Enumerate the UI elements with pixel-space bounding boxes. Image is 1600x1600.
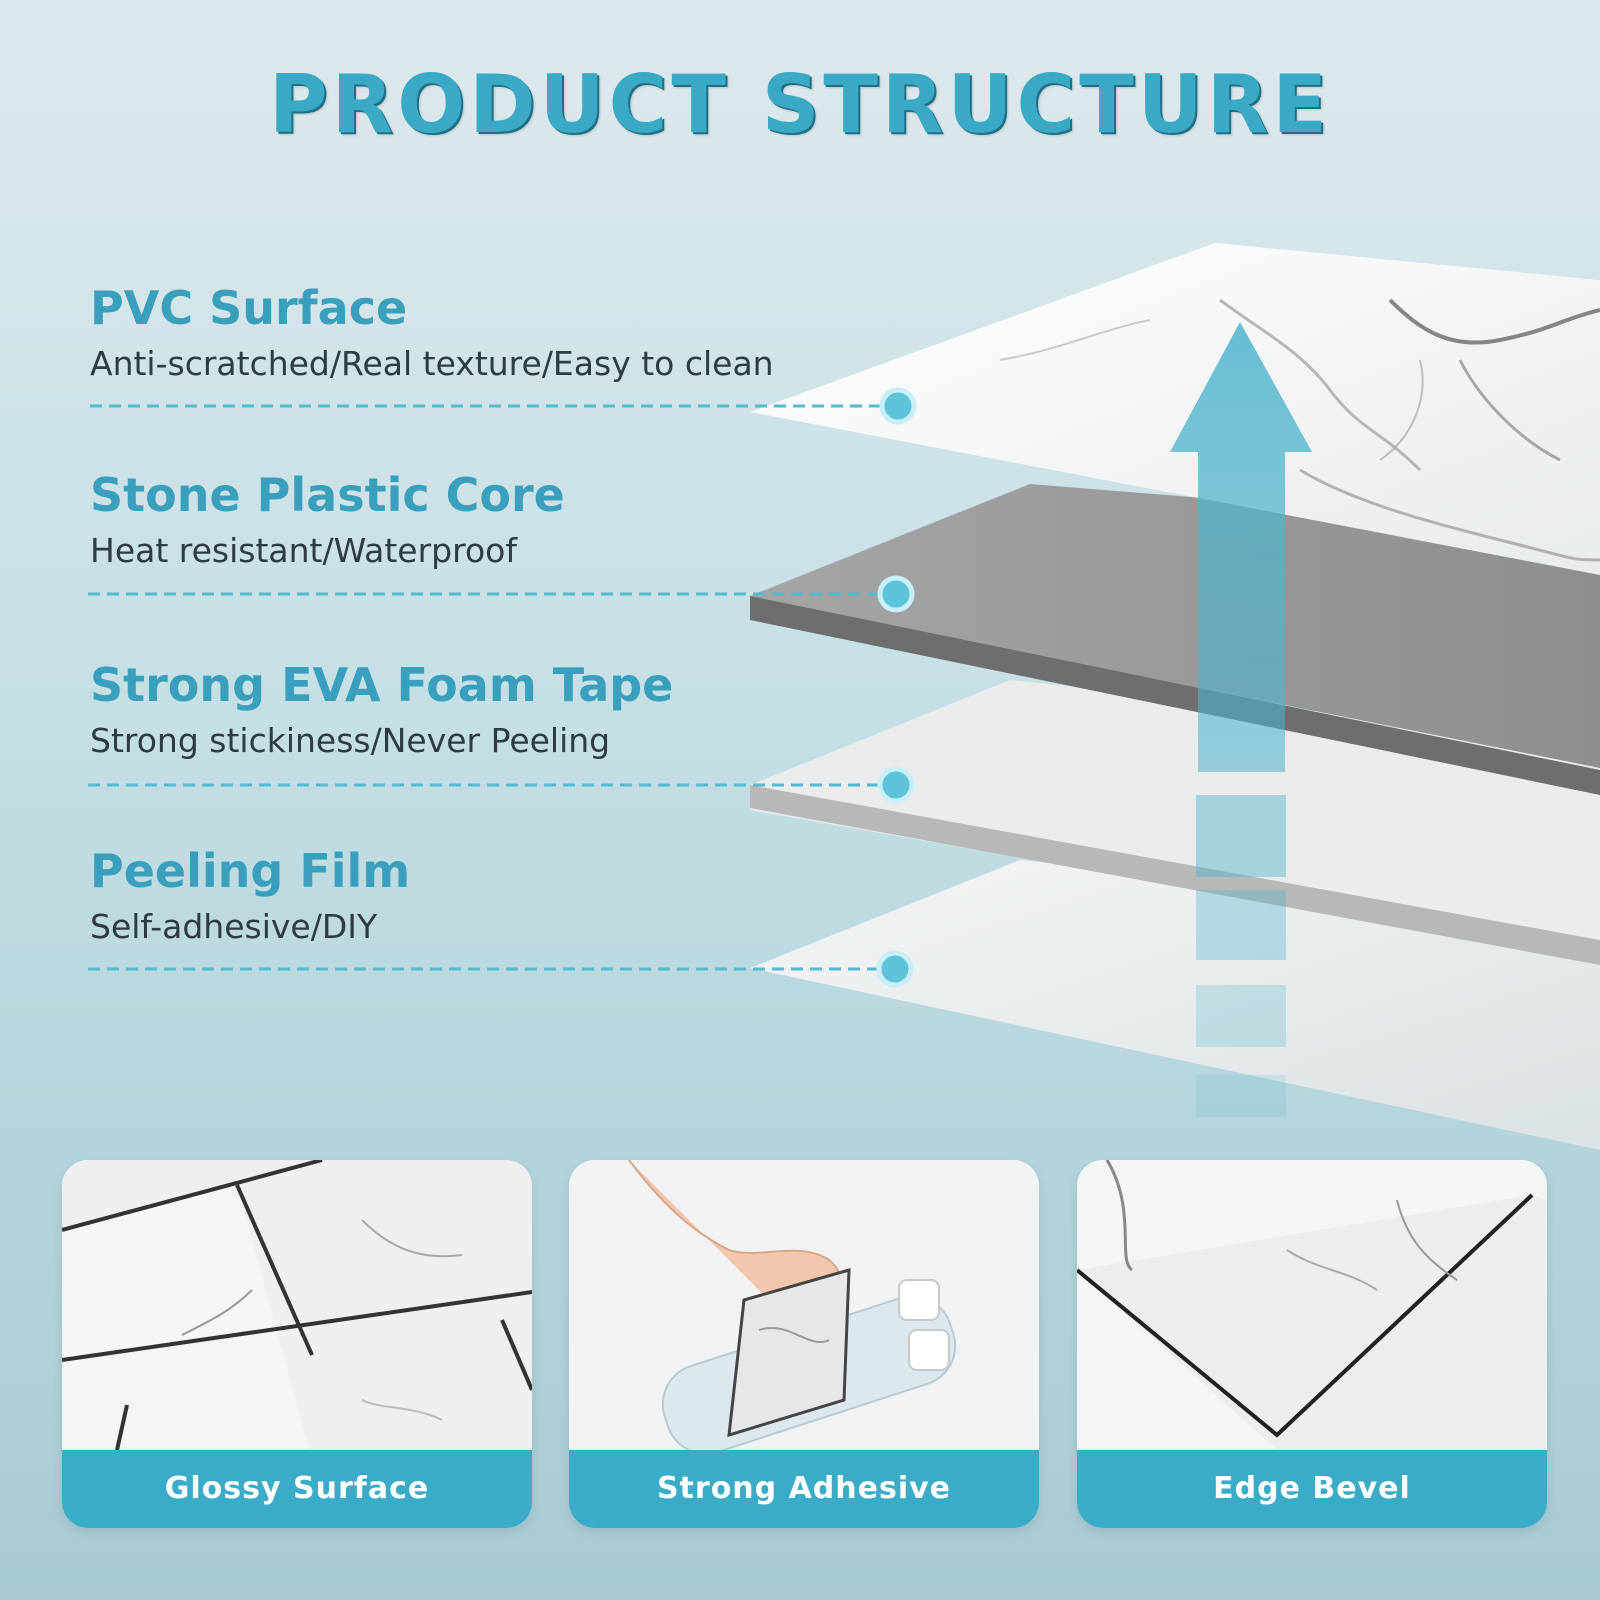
feature-name: Peeling Film <box>90 844 411 898</box>
edge-bevel-image <box>1077 1160 1547 1450</box>
glossy-tiles-image <box>62 1160 532 1450</box>
card-label: Strong Adhesive <box>569 1450 1039 1528</box>
feature-description: Heat resistant/Waterproof <box>90 531 517 570</box>
adhesive-bottles-image <box>569 1160 1039 1450</box>
feature-name: PVC Surface <box>90 281 408 335</box>
connector-core <box>88 575 915 613</box>
card-label: Glossy Surface <box>62 1450 532 1528</box>
feature-eva-tape: Strong EVA Foam Tape Strong stickiness/N… <box>90 657 850 765</box>
feature-name: Stone Plastic Core <box>90 468 565 522</box>
page-title: PRODUCT STRUCTURE <box>269 58 1331 151</box>
upward-arrow-icon <box>1170 322 1312 1117</box>
feature-description: Strong stickiness/Never Peeling <box>90 721 611 760</box>
connector-film <box>88 950 914 988</box>
pvc-surface-layer <box>750 243 1600 575</box>
feature-description: Self-adhesive/DIY <box>90 907 378 946</box>
feature-peeling-film: Peeling Film Self-adhesive/DIY <box>90 843 850 951</box>
feature-pvc-surface: PVC Surface Anti-scratched/Real texture/… <box>90 280 850 388</box>
layer-stack-illustration <box>88 243 1600 1150</box>
card-strong-adhesive: Strong Adhesive <box>569 1160 1039 1528</box>
card-label: Edge Bevel <box>1077 1450 1547 1528</box>
peeling-film-layer <box>750 860 1600 1150</box>
feature-description: Anti-scratched/Real texture/Easy to clea… <box>90 344 774 383</box>
connector-pvc <box>90 387 917 425</box>
card-edge-bevel: Edge Bevel <box>1077 1160 1547 1528</box>
connector-eva <box>88 766 915 804</box>
feature-name: Strong EVA Foam Tape <box>90 658 674 712</box>
stone-core-layer <box>750 484 1600 795</box>
card-glossy-surface: Glossy Surface <box>62 1160 532 1528</box>
feature-stone-core: Stone Plastic Core Heat resistant/Waterp… <box>90 467 850 575</box>
